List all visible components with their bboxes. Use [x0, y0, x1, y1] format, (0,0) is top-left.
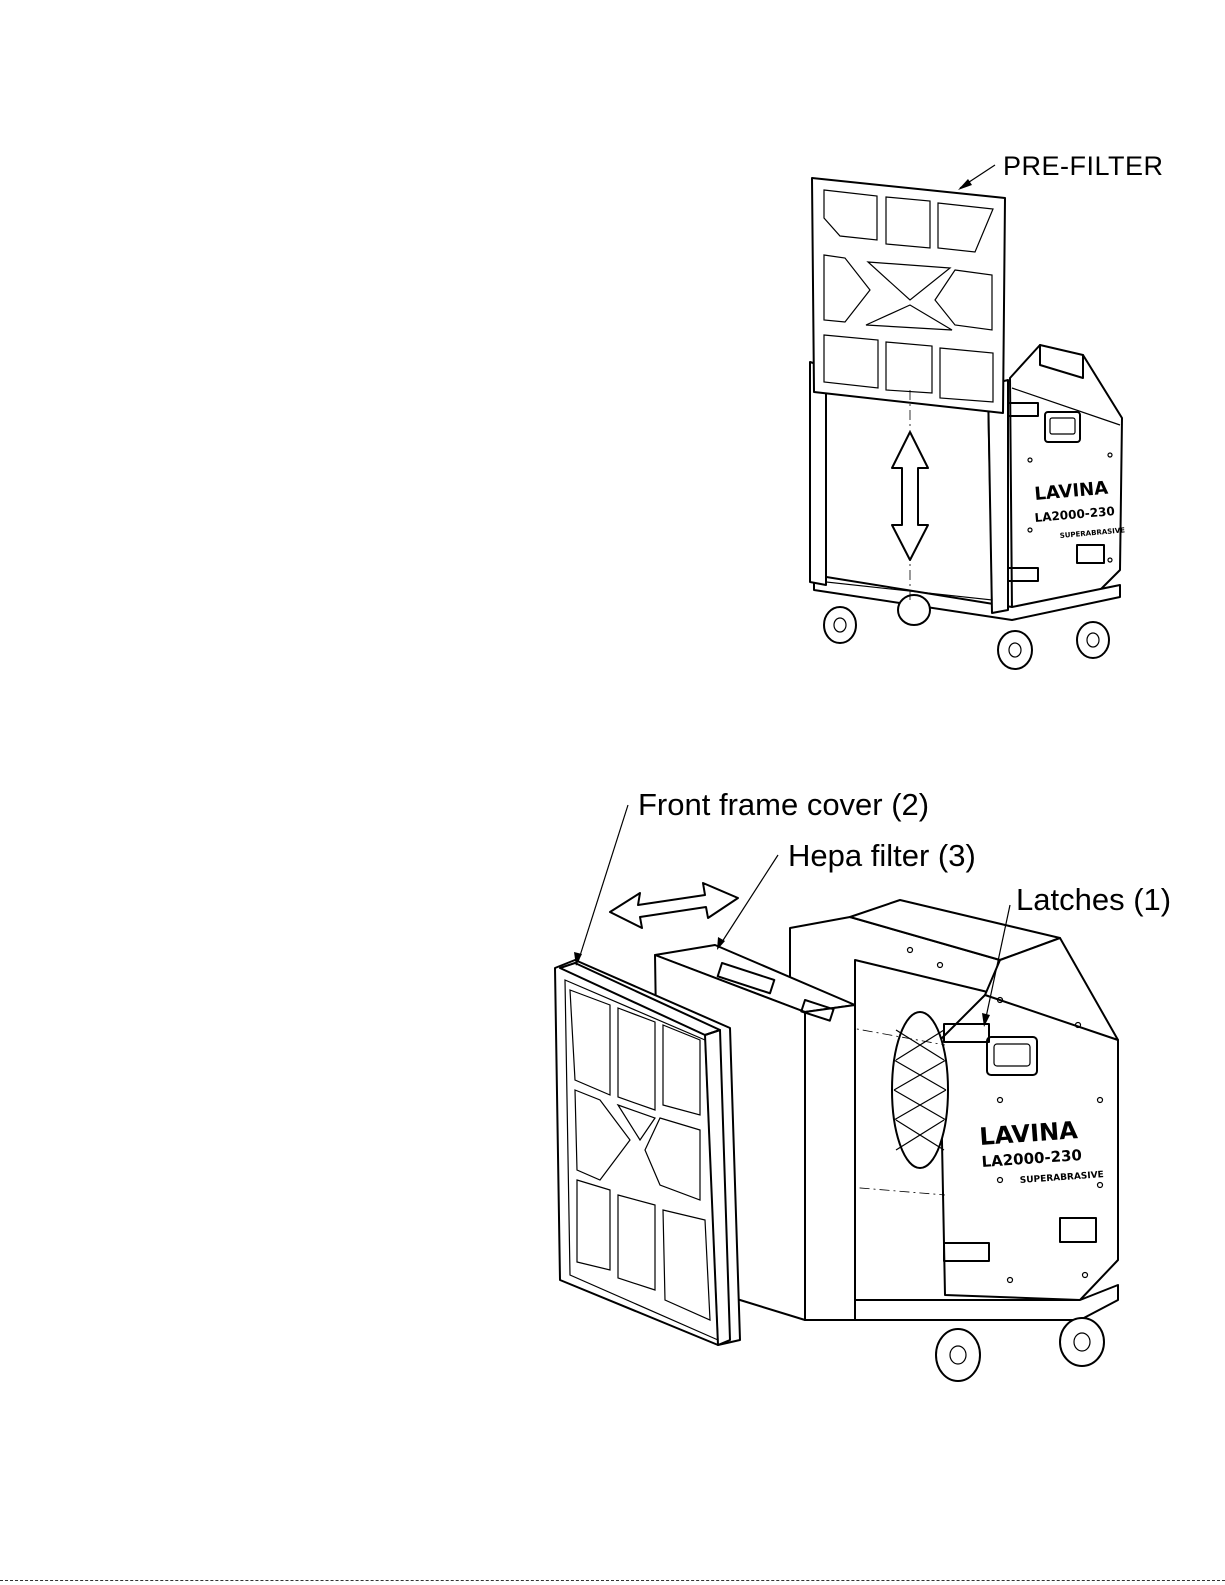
caster-wheel-front-right: [998, 631, 1032, 669]
caster-wheel-back-left: [898, 595, 930, 625]
page-bottom-rule: [0, 1580, 1225, 1581]
hepa-filter-callout: Hepa filter (3): [788, 840, 976, 871]
caster-wheel-front-left: [824, 607, 856, 643]
latches-callout: Latches (1): [1016, 884, 1171, 915]
prefilter-callout: PRE-FILTER: [1003, 153, 1164, 180]
caster-wheel-back-right: [1077, 622, 1109, 658]
double-arrow-vertical: [892, 432, 928, 560]
front-frame-cover-callout: Front frame cover (2): [638, 789, 929, 820]
prefilter-panel: [812, 178, 1005, 413]
